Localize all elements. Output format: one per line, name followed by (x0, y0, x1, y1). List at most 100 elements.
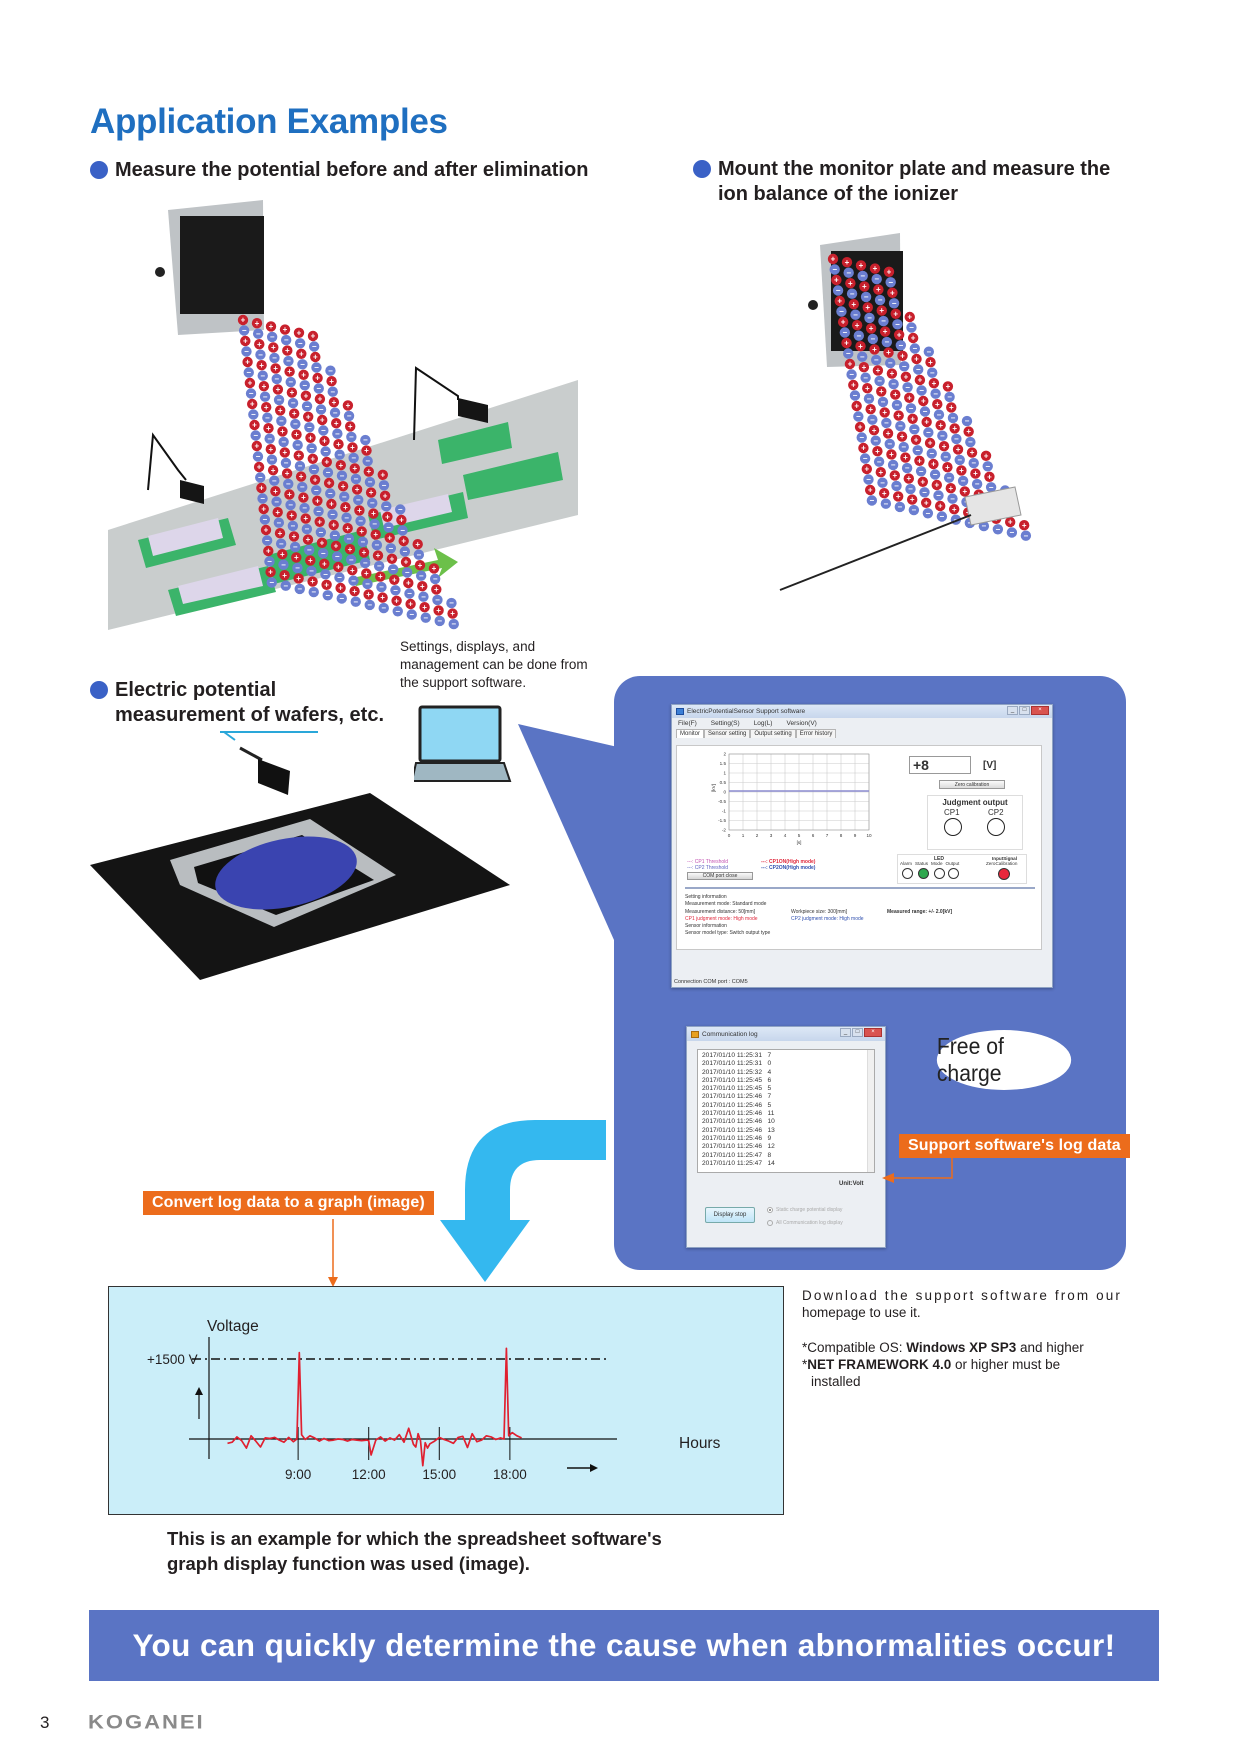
minimize-button[interactable]: _ (1007, 706, 1018, 715)
maximize-button[interactable]: □ (1019, 706, 1030, 715)
negative-ion (859, 453, 871, 464)
negative-ion (860, 291, 872, 303)
positive-ion (932, 399, 943, 410)
ion-sign: + (862, 282, 867, 291)
ion-sign: + (380, 593, 385, 602)
ion-sign: − (856, 331, 861, 340)
ion-sign: − (351, 576, 356, 585)
radio-static-icon[interactable] (767, 1207, 773, 1213)
negative-ion (395, 504, 406, 515)
ion-sign: + (324, 580, 329, 589)
positive-ion (966, 447, 978, 458)
close-button[interactable]: × (1031, 706, 1049, 715)
positive-ion (935, 420, 946, 431)
ion-sign: − (421, 592, 426, 601)
negative-ion (387, 564, 399, 575)
x-tick-label: 0 (728, 833, 731, 838)
negative-ion (887, 459, 899, 471)
judgment-title: Judgment output (942, 798, 1008, 807)
x-tick-label: 9 (854, 833, 857, 838)
x-axis-label: Hours (679, 1435, 721, 1452)
ion-sign: − (333, 408, 338, 417)
positive-ion (889, 470, 900, 481)
x-tick-label: 18:00 (493, 1467, 527, 1482)
negative-ion (278, 436, 289, 448)
ion-sign: + (376, 551, 381, 560)
ion-sign: − (347, 534, 352, 543)
radio-static-option[interactable]: Static charge potential display (767, 1207, 842, 1213)
negative-ion (985, 482, 997, 493)
log-entry: 2017/01/10 11:25:45 5 (702, 1085, 870, 1093)
log-value: 8 (767, 1151, 772, 1159)
page-title: Application Examples (90, 102, 448, 141)
menu-version[interactable]: Version(V) (786, 720, 817, 727)
positive-ion (959, 486, 970, 497)
legend-cp2-on: ---: CP2ON(High mode) (761, 865, 816, 871)
ion-sign: + (848, 279, 853, 288)
ion-sign: + (415, 540, 420, 549)
menu-setting[interactable]: Setting(S) (710, 720, 740, 727)
ion-sign: − (873, 436, 878, 445)
negative-ion (933, 490, 944, 501)
tab-monitor[interactable]: Monitor (676, 729, 705, 738)
ion-sign: − (389, 544, 394, 553)
ion-sign: + (264, 526, 269, 535)
ion-sign: − (856, 412, 861, 421)
ion-sign: + (350, 443, 355, 452)
tab-sensor-setting[interactable]: Sensor setting (704, 729, 751, 738)
tab-output-setting[interactable]: Output setting (750, 729, 796, 738)
radio-all-icon[interactable] (767, 1220, 773, 1226)
ion-sign: + (292, 409, 297, 418)
negative-ion (874, 375, 885, 387)
ion-sign: + (290, 388, 295, 397)
positive-ion (314, 393, 326, 405)
ion-sign: + (924, 498, 929, 507)
positive-ion (865, 404, 876, 415)
negative-ion (327, 509, 338, 520)
os-name: Windows XP SP3 (906, 1340, 1017, 1355)
minimize-button[interactable]: _ (840, 1028, 851, 1037)
y-axis-label: [kV] (711, 784, 716, 792)
negative-ion (252, 451, 264, 462)
negative-ion (334, 449, 345, 460)
positive-ion (831, 274, 842, 286)
zero-calibration-button[interactable]: Zero calibration (939, 780, 1005, 789)
positive-ion (948, 504, 960, 515)
positive-ion (323, 477, 335, 489)
ion-sign: − (307, 546, 312, 555)
negative-ion (299, 380, 310, 391)
positive-ion (844, 358, 856, 370)
negative-ion (902, 382, 913, 393)
log-entry: 2017/01/10 11:25:31 0 (702, 1060, 870, 1068)
ion-sign: + (924, 418, 929, 427)
positive-ion (858, 362, 870, 373)
ion-sign: + (299, 472, 304, 481)
negative-ion (325, 365, 336, 376)
tab-error-history[interactable]: Error history (795, 729, 837, 738)
menu-file[interactable]: File(F) (678, 720, 697, 727)
cp2-label: CP2 (988, 808, 1004, 817)
com-port-close-button[interactable]: COM port close (687, 872, 753, 880)
maximize-button[interactable]: □ (852, 1028, 863, 1037)
negative-ion (849, 390, 861, 401)
ion-sign: − (319, 528, 324, 537)
display-stop-button[interactable]: Display stop (705, 1207, 755, 1223)
negative-ion (926, 448, 937, 459)
positive-ion (848, 299, 859, 310)
negative-ion (385, 543, 397, 554)
log-scrollbar[interactable] (867, 1050, 874, 1172)
led-title: LED (934, 856, 944, 862)
menu-log[interactable]: Log(L) (753, 720, 773, 727)
ion-sign: + (303, 514, 308, 523)
ion-sign: − (971, 459, 976, 468)
ion-sign: + (352, 587, 357, 596)
ion-sign: − (965, 417, 970, 426)
ion-sign: − (922, 488, 927, 497)
radio-all-option[interactable]: All Communication log display (767, 1220, 843, 1226)
negative-ion (901, 462, 913, 474)
ion-sign: + (299, 349, 304, 358)
close-button[interactable]: × (864, 1028, 882, 1037)
ion-sign: + (876, 366, 881, 375)
ion-sign: + (362, 548, 367, 557)
